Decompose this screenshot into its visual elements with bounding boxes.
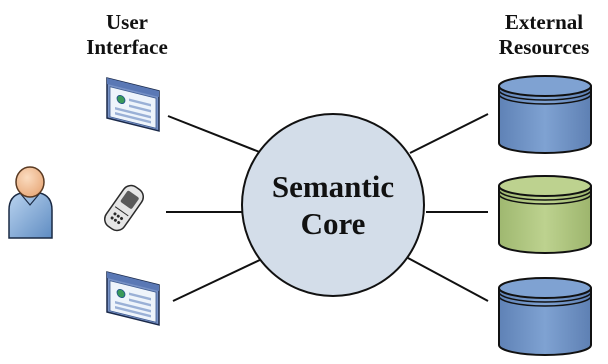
database-icon bbox=[498, 75, 592, 154]
semantic-core-circle bbox=[241, 113, 425, 297]
mobile-phone-icon bbox=[104, 184, 144, 232]
connector-line-top-right bbox=[409, 113, 489, 154]
external-resources-heading-line1: External bbox=[504, 10, 584, 34]
connector-lines bbox=[166, 113, 489, 302]
semantic-core-label-line1: Semantic bbox=[272, 169, 394, 204]
user-interface-heading: User Interface bbox=[62, 10, 192, 60]
user-interface-heading-line1: User bbox=[106, 10, 148, 34]
database-icon bbox=[498, 175, 592, 254]
browser-window-icon bbox=[106, 271, 160, 326]
user-icon bbox=[8, 166, 53, 239]
external-resources-heading-line2: Resources bbox=[498, 35, 590, 59]
semantic-core: Semantic Core bbox=[241, 113, 425, 297]
connector-line-top-left bbox=[167, 115, 263, 154]
semantic-core-label-line2: Core bbox=[301, 206, 366, 241]
browser-window-icon bbox=[106, 77, 160, 132]
connector-line-bottom-right bbox=[407, 257, 489, 302]
user-interface-heading-line2: Interface bbox=[86, 35, 168, 59]
external-resources-heading: External Resources bbox=[480, 10, 608, 60]
connector-line-bottom-left bbox=[172, 257, 265, 302]
database-icon bbox=[498, 277, 592, 356]
